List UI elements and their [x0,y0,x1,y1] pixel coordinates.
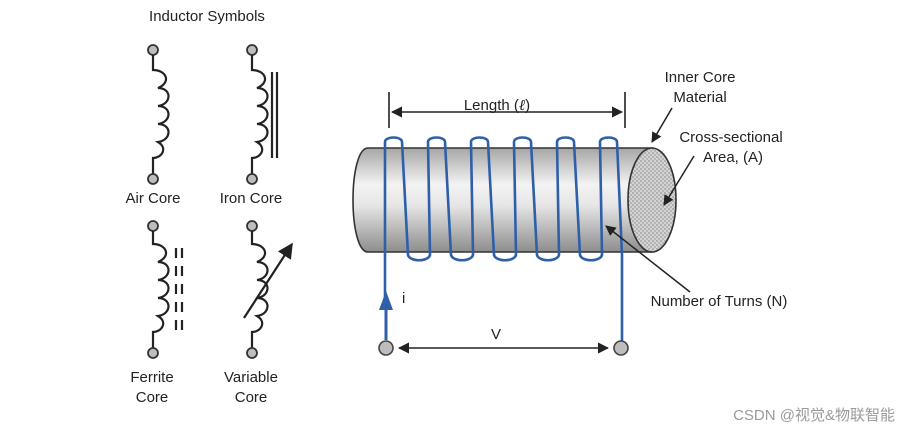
coil-winding [383,141,624,342]
cross-section-label-line2: Area, (A) [703,149,763,166]
cross-section-label-line1: Cross-sectional [679,129,782,146]
current-arrow [379,291,393,340]
callout-lines [605,107,695,293]
air-core-symbol [147,44,170,185]
watermark: CSDN @视觉&物联智能 [733,406,895,424]
turns-label: Number of Turns (N) [651,293,788,310]
length-label: Length (ℓ) [464,97,530,114]
iron-core-label: Iron Core [220,190,283,207]
variable-core-symbol [243,220,293,359]
inner-core-label-line1: Inner Core [665,69,736,86]
variable-core-label-line2: Core [235,389,268,406]
ferrite-core-label-line1: Ferrite [130,369,173,386]
inner-core-label-line2: Material [673,89,726,106]
variable-core-label-line1: Variable [224,369,278,386]
terminal-left [378,340,394,356]
current-label: i [402,290,405,307]
coil-back-turns [383,136,619,143]
voltage-label: V [491,326,501,343]
ferrite-core-label-line2: Core [136,389,169,406]
symbols-title: Inductor Symbols [149,8,265,25]
terminal-right [613,340,629,356]
iron-core-symbol [246,44,279,185]
air-core-label: Air Core [125,190,180,207]
length-dimension [388,92,626,128]
ferrite-core-symbol [147,220,184,359]
